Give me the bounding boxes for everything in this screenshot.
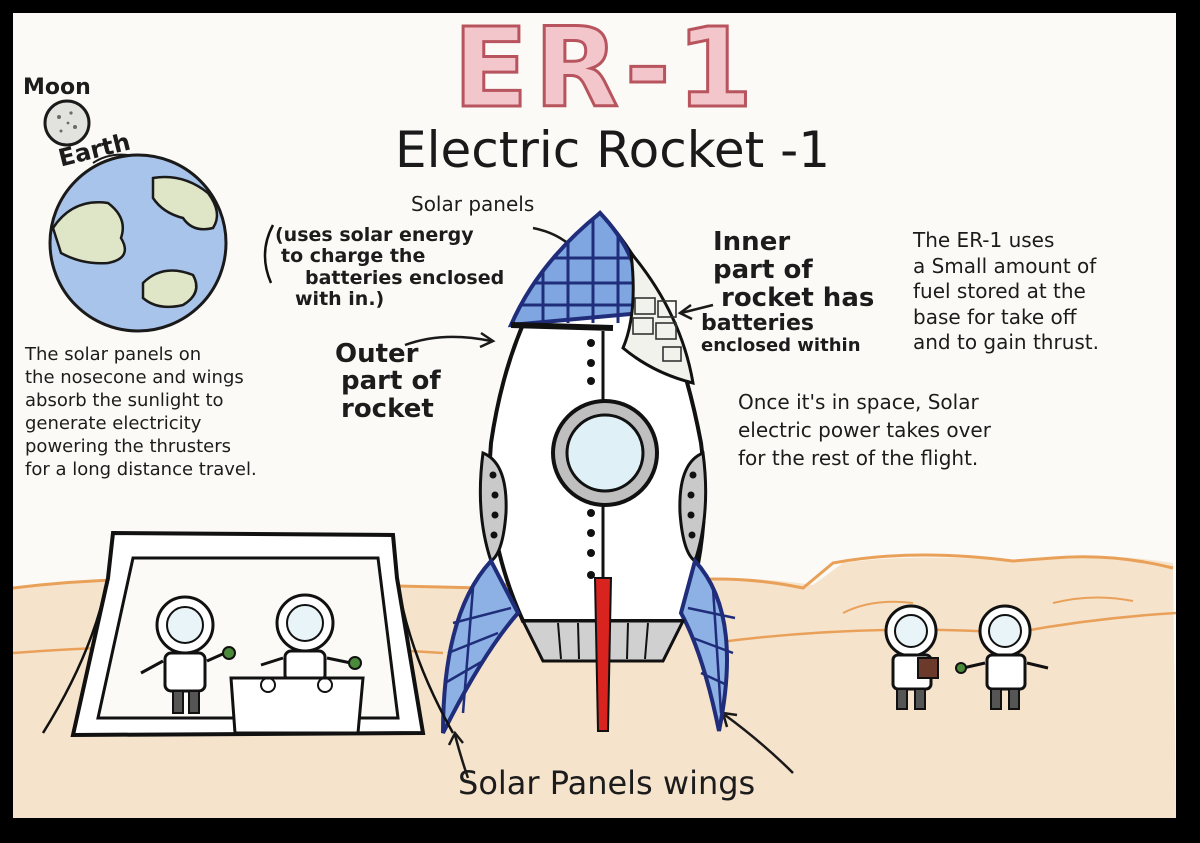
inner-part-label: Inner part of rocket has batteries enclo…	[701, 227, 875, 356]
solar-energy-line-1: (uses solar energy	[275, 224, 474, 246]
right-bottom-line-1: Once it's in space, Solar	[738, 390, 979, 414]
mars-ridge-line-3	[842, 596, 1134, 614]
arrow-right-wing	[724, 713, 794, 774]
astronaut-figure-1	[140, 595, 236, 714]
solar-panels-label: Solar panels	[411, 192, 535, 216]
outer-part-line-3: rocket	[341, 393, 434, 424]
left-paragraph-line-3: absorb the sunlight to	[25, 390, 224, 412]
outer-part-line-2: part of	[341, 366, 441, 397]
right-top-line-2: a Small amount of	[913, 253, 1097, 278]
nosecone-solar-panel	[507, 210, 644, 328]
astronaut-figure-3	[884, 604, 939, 710]
inner-part-line-4: batteries	[701, 311, 814, 337]
right-paragraph-top: The ER-1 uses a Small amount of fuel sto…	[913, 228, 1099, 356]
inner-part-line-1: Inner	[713, 227, 791, 257]
right-top-line-1: The ER-1 uses	[913, 228, 1055, 252]
control-desk	[229, 676, 365, 735]
left-paragraph-line-6: for a long distance travel.	[25, 459, 257, 481]
inner-part-line-5: enclosed within	[701, 334, 861, 356]
arrow-left-wing	[453, 734, 470, 779]
illustration	[13, 99, 1176, 818]
solar-energy-note: (uses solar energy to charge the batteri…	[275, 224, 505, 310]
right-top-line-5: and to gain thrust.	[913, 330, 1099, 355]
left-paragraph: The solar panels on the nosecone and win…	[25, 343, 257, 481]
left-paragraph-line-1: The solar panels on	[25, 344, 202, 365]
solar-energy-line-4: with in.)	[295, 287, 385, 310]
outer-part-label: Outer part of rocket	[335, 339, 441, 424]
astronaut-figure-4	[955, 604, 1049, 710]
moon-label: Moon	[23, 75, 91, 100]
inner-part-line-2: part of	[713, 255, 813, 286]
left-side-pod	[478, 450, 508, 564]
right-side-pod	[678, 450, 708, 564]
outer-part-line-1: Outer	[335, 339, 419, 369]
solar-energy-line-2: to charge the	[281, 245, 426, 268]
arrow-outer-part	[404, 335, 492, 347]
left-paragraph-line-5: powering the thrusters	[25, 436, 232, 458]
right-paragraph-bottom: Once it's in space, Solar electric power…	[738, 388, 991, 472]
right-bottom-line-3: for the rest of the flight.	[738, 446, 979, 470]
poster-title: ER-1	[451, 13, 760, 132]
arrow-inner-part	[680, 303, 714, 315]
inner-part-line-3: rocket has	[721, 283, 875, 314]
right-solar-wing	[678, 556, 729, 732]
right-top-line-4: base for take off	[913, 304, 1077, 329]
red-exhaust-fin	[593, 577, 613, 732]
left-paragraph-line-4: generate electricity	[25, 413, 202, 435]
right-top-line-3: fuel stored at the	[913, 279, 1086, 304]
poster-paper: ER-1 Electric Rocket -1	[13, 13, 1176, 818]
left-paragraph-line-2: the nosecone and wings	[25, 367, 244, 389]
battery-cutaway	[621, 248, 695, 386]
wings-label: Solar Panels wings	[458, 764, 756, 802]
left-solar-wing	[441, 557, 521, 734]
right-bottom-line-2: electric power takes over	[738, 418, 991, 442]
poster-subtitle: Electric Rocket -1	[395, 121, 831, 179]
solar-energy-line-3: batteries enclosed	[305, 266, 505, 289]
